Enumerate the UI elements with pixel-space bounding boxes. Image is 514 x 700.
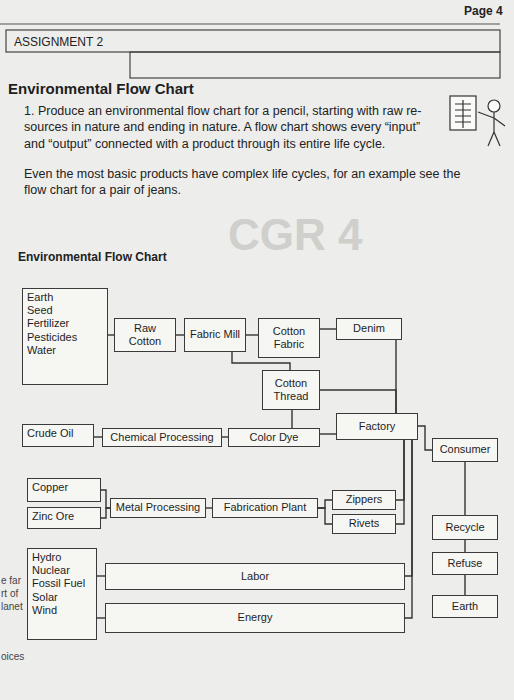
- process-box: Consumer: [432, 438, 498, 462]
- process-box: Labor: [105, 563, 405, 590]
- box-label: Earth: [452, 600, 478, 613]
- flow-connector: [320, 433, 336, 434]
- box-label: Rivets: [349, 517, 380, 530]
- flow-connector: [464, 462, 465, 515]
- box-label: Earth: [27, 291, 53, 304]
- flow-connector: [291, 410, 292, 428]
- watermark: CGR 4: [228, 206, 362, 263]
- box-label: Nuclear: [32, 564, 70, 577]
- flow-connector: [396, 440, 404, 524]
- process-box: Zinc Ore: [27, 507, 101, 529]
- process-box: Fabrication Plant: [212, 498, 318, 518]
- margin-fragment: rt of: [1, 587, 18, 600]
- flow-connector: [101, 508, 110, 518]
- box-label: Fertilizer: [27, 317, 69, 330]
- process-box: HydroNuclearFossil FuelSolarWind: [27, 548, 97, 640]
- box-label: Fabric Mill: [190, 328, 240, 341]
- process-box: Refuse: [432, 552, 498, 575]
- teacher-icon: [450, 96, 505, 146]
- header-panel: [130, 52, 500, 78]
- flow-connector: [396, 440, 404, 500]
- margin-fragment: e far: [1, 574, 21, 587]
- margin-fragment: lanet: [1, 600, 23, 613]
- box-label: Refuse: [448, 557, 483, 570]
- flow-connector: [318, 500, 332, 508]
- process-box: Copper: [27, 478, 101, 502]
- process-box: Color Dye: [228, 428, 320, 447]
- process-box: EarthSeedFertilizerPesticidesWater: [22, 288, 108, 385]
- box-label: Solar: [32, 591, 58, 604]
- box-label: Zinc Ore: [32, 510, 74, 523]
- process-box: Cotton Thread: [262, 370, 320, 410]
- instruction-text: Even the most basic products have comple…: [24, 166, 474, 199]
- box-label: Hydro: [32, 551, 61, 564]
- box-label: Recycle: [445, 521, 484, 534]
- flow-connector: [320, 390, 396, 413]
- box-label: Raw Cotton: [119, 322, 171, 348]
- box-label: Cotton Fabric: [263, 325, 315, 351]
- process-box: Chemical Processing: [102, 428, 222, 447]
- box-label: Seed: [27, 304, 53, 317]
- box-label: Fabrication Plant: [224, 501, 307, 514]
- flow-connector: [176, 334, 184, 335]
- box-label: Fossil Fuel: [32, 577, 85, 590]
- process-box: Cotton Fabric: [258, 318, 320, 358]
- flow-connector: [94, 436, 102, 437]
- flow-connector: [405, 440, 412, 618]
- flow-connector: [320, 328, 336, 329]
- flow-connector: [97, 575, 105, 576]
- page-heading: Environmental Flow Chart: [8, 80, 194, 97]
- process-box: Factory: [336, 413, 418, 440]
- flow-connector: [464, 575, 465, 595]
- rule-line: [0, 23, 500, 24]
- box-label: Denim: [353, 322, 385, 335]
- flow-connector: [101, 490, 110, 508]
- process-box: Rivets: [332, 514, 396, 534]
- margin-fragment: oices: [1, 650, 24, 663]
- flow-connector: [405, 440, 412, 576]
- box-label: Copper: [32, 481, 68, 494]
- process-box: Denim: [336, 318, 402, 340]
- box-label: Labor: [241, 570, 269, 583]
- box-label: Pesticides: [27, 331, 77, 344]
- box-label: Consumer: [440, 443, 491, 456]
- flow-connector: [246, 334, 258, 335]
- section-label: ASSIGNMENT 2: [14, 35, 103, 51]
- box-label: Wind: [32, 604, 57, 617]
- box-label: Metal Processing: [116, 501, 200, 514]
- process-box: Fabric Mill: [184, 318, 246, 352]
- box-label: Factory: [359, 420, 396, 433]
- box-label: Cotton Thread: [267, 377, 315, 403]
- process-box: Raw Cotton: [114, 318, 176, 352]
- flow-connector: [97, 617, 105, 618]
- box-label: Color Dye: [250, 431, 299, 444]
- box-label: Zippers: [346, 493, 383, 506]
- box-label: Chemical Processing: [110, 431, 213, 444]
- box-label: Energy: [238, 611, 273, 624]
- process-box: Recycle: [432, 515, 498, 540]
- process-box: Earth: [432, 595, 498, 618]
- process-box: Energy: [105, 603, 405, 633]
- flow-connector: [318, 508, 332, 524]
- page-number: Page 4: [464, 4, 503, 20]
- flow-connector: [418, 426, 432, 450]
- chart-subheading: Environmental Flow Chart: [18, 250, 167, 266]
- box-label: Water: [27, 344, 56, 357]
- header-band: [6, 30, 500, 52]
- process-box: Zippers: [332, 490, 396, 510]
- box-label: Crude Oil: [27, 427, 73, 440]
- flow-connector: [464, 540, 465, 552]
- process-box: Metal Processing: [110, 498, 206, 518]
- process-box: Crude Oil: [22, 424, 94, 447]
- instruction-text: 1. Produce an environmental flow chart f…: [24, 103, 434, 152]
